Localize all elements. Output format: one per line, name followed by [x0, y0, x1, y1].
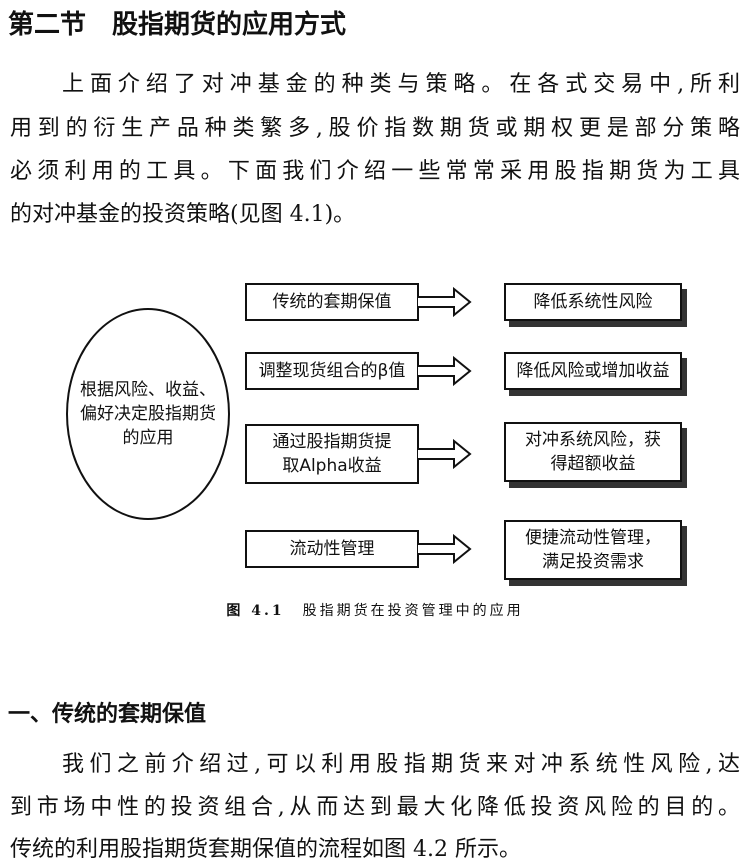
intro-line: 的对冲基金的投资策略(见图 4.1)。 [10, 202, 356, 227]
arrow-right-icon [418, 356, 472, 386]
arrow-right-icon [418, 534, 472, 564]
figure-caption: 图 4.1 股指期货在投资管理中的应用 [0, 600, 750, 620]
body-line: 我们之前介绍过,可以利用股指期货来对冲系统性风险,达 [62, 752, 740, 777]
arrow-right-icon [418, 287, 472, 317]
result-box: 便捷流动性管理，满足投资需求 [504, 520, 682, 580]
body-line: 到市场中性的投资组合,从而达到最大化降低投资风险的目的。 [10, 795, 740, 820]
intro-line: 必须利用的工具。下面我们介绍一些常常采用股指期货为工具 [10, 159, 740, 184]
result-box: 降低系统性风险 [504, 283, 682, 321]
caption-number: 图 4.1 [226, 603, 285, 619]
arrow-right-icon [418, 439, 472, 469]
body-line: 传统的利用股指期货套期保值的流程如图 4.2 所示。 [10, 837, 521, 862]
center-ellipse: 根据风险、收益、偏好决定股指期货的应用 [66, 308, 230, 520]
subsection-title: 一、传统的套期保值 [8, 702, 207, 727]
method-box: 流动性管理 [245, 530, 419, 568]
result-box: 对冲系统风险，获得超额收益 [504, 422, 682, 482]
method-box: 调整现货组合的β值 [245, 352, 419, 390]
intro-line: 上面介绍了对冲基金的种类与策略。在各式交易中,所利 [62, 72, 740, 97]
intro-line: 用到的衍生产品种类繁多,股价指数期货或期权更是部分策略 [10, 116, 740, 141]
result-box: 降低风险或增加收益 [504, 352, 682, 390]
section-title: 第二节 股指期货的应用方式 [8, 10, 347, 40]
method-box: 传统的套期保值 [245, 283, 419, 321]
method-box: 通过股指期货提取Alpha收益 [245, 424, 419, 484]
caption-text: 股指期货在投资管理中的应用 [302, 603, 524, 619]
